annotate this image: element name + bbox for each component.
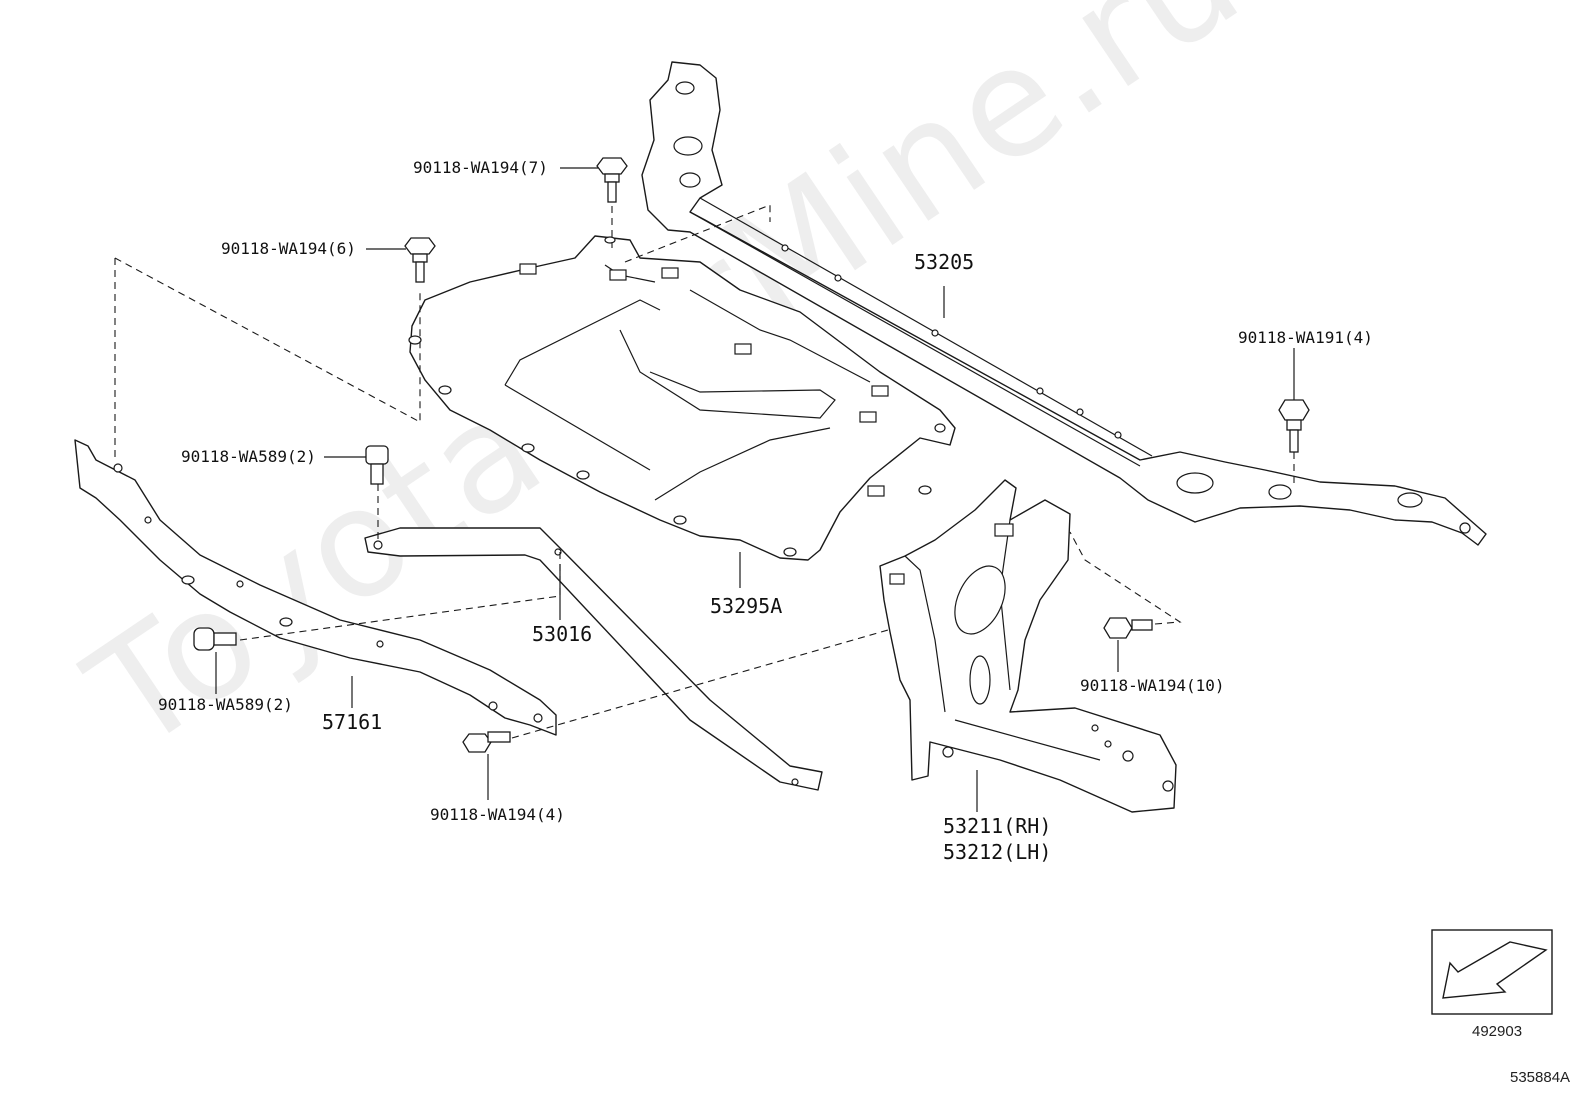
part-number-53212[interactable]: 53212(LH)	[943, 840, 1052, 864]
bolt-wa589-bottom[interactable]	[193, 627, 237, 651]
cross-member-53205[interactable]	[641, 61, 1487, 546]
member-57161[interactable]	[74, 439, 557, 736]
leader-lines	[215, 167, 1295, 812]
brace-53016[interactable]	[364, 527, 823, 791]
figure-reference: 492903	[1472, 1023, 1523, 1040]
part-number-53205[interactable]: 53205	[914, 250, 975, 274]
label-90118-wa194-7[interactable]: 90118-WA194(7)	[413, 158, 548, 177]
part-number-53295a[interactable]: 53295A	[710, 594, 783, 618]
label-90118-wa194-6[interactable]: 90118-WA194(6)	[221, 239, 356, 258]
bolt-wa191-4[interactable]	[1278, 399, 1310, 453]
under-cover-53295a[interactable]	[408, 235, 956, 561]
label-90118-wa194-4[interactable]: 90118-WA194(4)	[430, 805, 565, 824]
part-number-53016[interactable]: 53016	[532, 622, 593, 646]
bolt-wa194-4[interactable]	[462, 731, 511, 753]
bolt-wa589-top[interactable]	[365, 445, 389, 485]
part-number-53211[interactable]: 53211(RH)	[943, 814, 1052, 838]
part-number-57161[interactable]: 57161	[322, 710, 383, 734]
bolt-wa194-7[interactable]	[596, 157, 628, 203]
direction-arrow-icon	[1431, 929, 1553, 1015]
bolt-wa194-6[interactable]	[404, 237, 436, 283]
label-90118-wa194-10[interactable]: 90118-WA194(10)	[1080, 676, 1225, 695]
bracket-53211-53212[interactable]	[879, 479, 1177, 813]
label-90118-wa191-4[interactable]: 90118-WA191(4)	[1238, 328, 1373, 347]
diagram-code: 535884A	[1510, 1069, 1571, 1086]
label-90118-wa589-top[interactable]: 90118-WA589(2)	[181, 447, 316, 466]
label-90118-wa589-bottom[interactable]: 90118-WA589(2)	[158, 695, 293, 714]
bolt-wa194-10[interactable]	[1103, 617, 1153, 639]
